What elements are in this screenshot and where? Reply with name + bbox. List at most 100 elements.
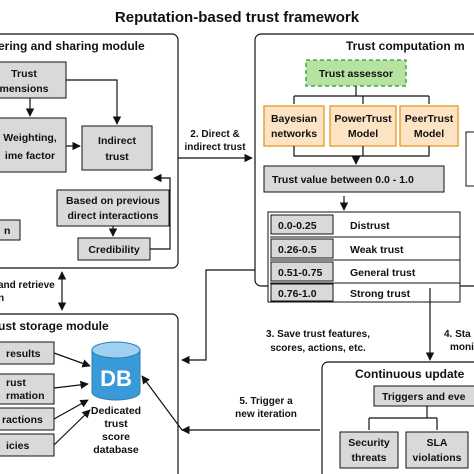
edge-direct-line2: indirect trust: [184, 142, 246, 153]
db-label-line1: Dedicated: [91, 405, 141, 417]
svg-text:SLA: SLA: [427, 437, 448, 449]
svg-text:Weighting,: Weighting,: [3, 132, 57, 144]
update-module: Continuous update Triggers and eve Secur…: [321, 361, 474, 474]
storage-item-information-line1: rust: [6, 377, 26, 389]
triggers-connector: [368, 406, 438, 430]
computation-module: Trust computation m Trust assessor Bayes…: [254, 33, 474, 303]
svg-text:database: database: [93, 444, 139, 456]
svg-text:indirect trust: indirect trust: [184, 142, 246, 153]
weighting-line2: ime factor: [5, 150, 55, 162]
arrow-interactions-to-db: [53, 399, 89, 420]
peertrust-line2: Model: [414, 128, 444, 140]
level-row: 0.0-0.25 Distrust: [270, 214, 460, 238]
arrow-save-features: [205, 269, 255, 310]
svg-text:Trust: Trust: [11, 68, 37, 80]
trust-dimensions-box: [0, 61, 67, 99]
trust-dimensions-line1: Trust: [11, 68, 37, 80]
trust-dimensions-line2: mensions: [0, 83, 49, 95]
storage-module-title: ust storage module: [0, 319, 109, 333]
arrow-trigger-iteration-db: [141, 375, 183, 431]
database-icon: DB: [91, 341, 141, 401]
weighting-box: [0, 117, 67, 173]
svg-text:ime factor: ime factor: [5, 150, 55, 162]
edge-direct-line1: 2. Direct &: [190, 129, 239, 140]
svg-text:score: score: [102, 431, 130, 443]
svg-text:n: n: [0, 293, 4, 304]
bayesian-line1: Bayesian: [271, 113, 317, 125]
peertrust-box: [399, 105, 459, 147]
svg-text:Bayesian: Bayesian: [271, 113, 317, 125]
indirect-trust-line2: trust: [105, 151, 129, 163]
edge-save-line1: 3. Save trust features,: [266, 329, 370, 340]
db-label-line4: database: [93, 444, 139, 456]
security-line2: threats: [351, 452, 386, 464]
storage-item-information: [0, 373, 55, 405]
db-label-line2: trust: [104, 418, 128, 430]
svg-text:Security: Security: [348, 437, 390, 449]
edge-trigger-line2: new iteration: [235, 409, 297, 420]
trust-value-box: [263, 165, 445, 193]
level-label: Weak trust: [350, 244, 404, 256]
svg-text:Model: Model: [414, 128, 444, 140]
level-range: 0.0-0.25: [278, 220, 317, 232]
storage-item-policies-label: icies: [6, 440, 30, 452]
gathering-module: ering and sharing module Trust mensions …: [0, 33, 179, 269]
sla-violations-box: [405, 431, 469, 469]
credibility-label: Credibility: [88, 244, 140, 256]
svg-text:4. Sta: 4. Sta: [444, 329, 471, 340]
svg-text:3. Save trust features,: 3. Save trust features,: [266, 329, 370, 340]
arrow-results-to-db: [53, 352, 91, 368]
security-line1: Security: [348, 437, 390, 449]
previous-interactions-box: [56, 189, 170, 227]
level-range: 0.76-1.0: [278, 288, 317, 300]
storage-module: ust storage module results rust rmation …: [0, 313, 179, 474]
db-label-line3: score: [102, 431, 130, 443]
powertrust-line1: PowerTrust: [334, 113, 392, 125]
svg-text:trust: trust: [105, 151, 129, 163]
svg-text:rmation: rmation: [6, 390, 45, 402]
bayesian-box: [263, 105, 325, 147]
svg-text:moni: moni: [450, 342, 474, 353]
svg-text:Indirect: Indirect: [98, 135, 136, 147]
level-label: Distrust: [350, 220, 390, 232]
left-stub-label: n: [4, 225, 10, 237]
left-stub-box: [0, 219, 21, 241]
weighting-line1: Weighting,: [3, 132, 57, 144]
edge-step4-line1: 4. Sta: [444, 329, 471, 340]
assessor-connector: [293, 86, 430, 104]
svg-text:scores, actions, etc.: scores, actions, etc.: [270, 343, 366, 354]
level-range: 0.26-0.5: [278, 244, 317, 256]
svg-text:new iteration: new iteration: [235, 409, 297, 420]
previous-line1: Based on previous: [66, 195, 160, 207]
arrow-save-features-tip: [181, 310, 207, 365]
powertrust-box: [329, 105, 397, 147]
indirect-trust-box: [81, 125, 153, 171]
arrow-credibility-loop: [150, 173, 171, 250]
trust-assessor-box: [305, 59, 407, 87]
svg-text:5. Trigger a: 5. Trigger a: [239, 396, 293, 407]
powertrust-line2: Model: [348, 128, 378, 140]
security-threats-box: [339, 431, 399, 469]
storage-item-interactions-label: ractions: [2, 414, 43, 426]
gathering-module-title: ering and sharing module: [0, 39, 145, 53]
level-row: 0.76-1.0 Strong trust: [270, 283, 411, 302]
level-range: 0.51-0.75: [278, 267, 323, 279]
svg-text:Dedicated: Dedicated: [91, 405, 141, 417]
level-label: Strong trust: [350, 288, 411, 300]
svg-text:PeerTrust: PeerTrust: [405, 113, 454, 125]
trust-assessor-label: Trust assessor: [319, 68, 393, 80]
diagram-title: Reputation-based trust framework: [115, 9, 360, 26]
edge-trigger-line1: 5. Trigger a: [239, 396, 293, 407]
edge-step4-line2: moni: [450, 342, 474, 353]
arrow-policies-to-db: [53, 409, 91, 446]
edge-save-line2: scores, actions, etc.: [270, 343, 366, 354]
svg-text:rust: rust: [6, 377, 26, 389]
level-row: 0.26-0.5 Weak trust: [270, 238, 460, 261]
svg-text:networks: networks: [271, 128, 317, 140]
storage-item-information-line2: rmation: [6, 390, 45, 402]
storage-item-results-label: results: [6, 348, 41, 360]
svg-text:Based on previous: Based on previous: [66, 195, 160, 207]
svg-text:mensions: mensions: [0, 83, 49, 95]
previous-line2: direct interactions: [67, 210, 158, 222]
